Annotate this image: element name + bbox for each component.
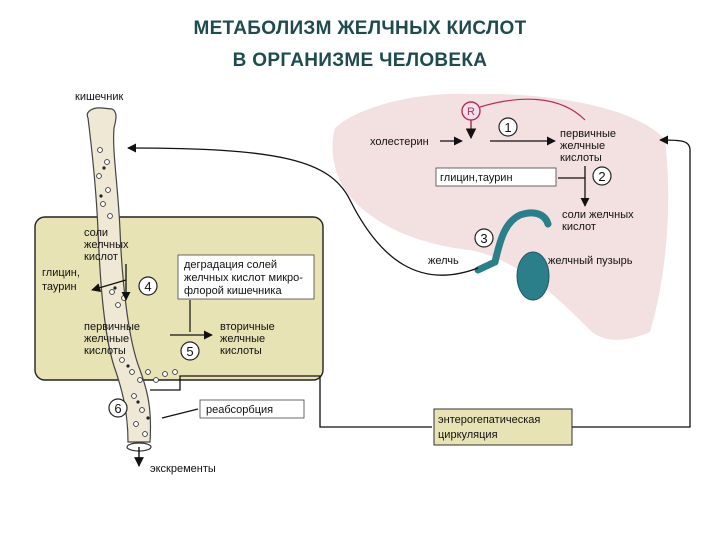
cholesterol-label: холестерин bbox=[370, 136, 429, 148]
glycine-right-label: глицин,таурин bbox=[440, 172, 513, 184]
secondary-label-3: кислоты bbox=[220, 345, 262, 357]
salts-label-3: кислот bbox=[84, 251, 118, 263]
step-4: 4 bbox=[144, 279, 151, 294]
secondary-label-2: желчные bbox=[220, 333, 265, 345]
intestine-label: кишечник bbox=[75, 91, 123, 103]
gut-dark-particles bbox=[99, 166, 150, 420]
salts-label-2: желчных bbox=[84, 239, 129, 251]
primary-right-label-3: кислоты bbox=[560, 152, 602, 164]
salts-label-1: соли bbox=[84, 227, 108, 239]
primary-right-label-2: желчные bbox=[560, 140, 605, 152]
excrement-label: экскременты bbox=[150, 463, 216, 475]
enterohepatic-label-1: энтерогепатическая bbox=[438, 414, 540, 426]
title-line-1: МЕТАБОЛИЗМ ЖЕЛЧНЫХ КИСЛОТ bbox=[193, 18, 527, 39]
degradation-label-2: желчных кислот микро- bbox=[184, 272, 303, 284]
reabsorption-pointer bbox=[161, 408, 199, 419]
step-circles bbox=[108, 117, 612, 418]
reabsorption-box bbox=[199, 399, 305, 419]
step-3: 3 bbox=[480, 231, 487, 246]
bile-duct-to-gut bbox=[474, 258, 499, 274]
degradation-label-1: деградация солей bbox=[184, 259, 277, 271]
regulator-label: R bbox=[467, 106, 475, 118]
bile-to-intestine-arrow bbox=[127, 143, 479, 276]
gallbladder bbox=[516, 251, 550, 301]
enterohepatic-loop bbox=[572, 135, 691, 428]
gallbladder-label: желчный пузырь bbox=[548, 255, 633, 267]
salts-right-label-1: соли желчных bbox=[562, 209, 634, 221]
degradation-label-3: флорой кишечника bbox=[184, 285, 282, 297]
glycine-right-box bbox=[435, 167, 557, 187]
step-5: 5 bbox=[186, 344, 193, 359]
bile-duct bbox=[491, 209, 552, 266]
arrow-to-glycine bbox=[91, 279, 127, 293]
primary-left-label-3: кислоты bbox=[84, 345, 126, 357]
primary-left-label-2: желчные bbox=[84, 333, 129, 345]
step-1: 1 bbox=[504, 120, 511, 135]
liver-region bbox=[332, 93, 669, 340]
step-6: 6 bbox=[114, 401, 121, 416]
reabsorption-line bbox=[150, 375, 432, 428]
gut-tube bbox=[86, 107, 152, 443]
step-2: 2 bbox=[598, 169, 605, 184]
enterohepatic-label-2: циркуляция bbox=[438, 429, 498, 441]
glycine-left-label-2: таурин bbox=[42, 281, 77, 293]
primary-right-label-1: первичные bbox=[560, 128, 616, 140]
secondary-label-1: вторичные bbox=[220, 321, 275, 333]
feedback-line bbox=[479, 98, 586, 121]
degradation-box bbox=[177, 254, 315, 300]
salts-right-label-2: кислот bbox=[562, 221, 596, 233]
primary-left-label-1: первичные bbox=[84, 321, 140, 333]
glycine-left-label-1: глицин, bbox=[42, 267, 80, 279]
reabsorption-label: реабсорбция bbox=[206, 404, 273, 416]
bile-label: желчь bbox=[428, 255, 459, 267]
title-line-2: В ОРГАНИЗМЕ ЧЕЛОВЕКА bbox=[232, 50, 488, 71]
